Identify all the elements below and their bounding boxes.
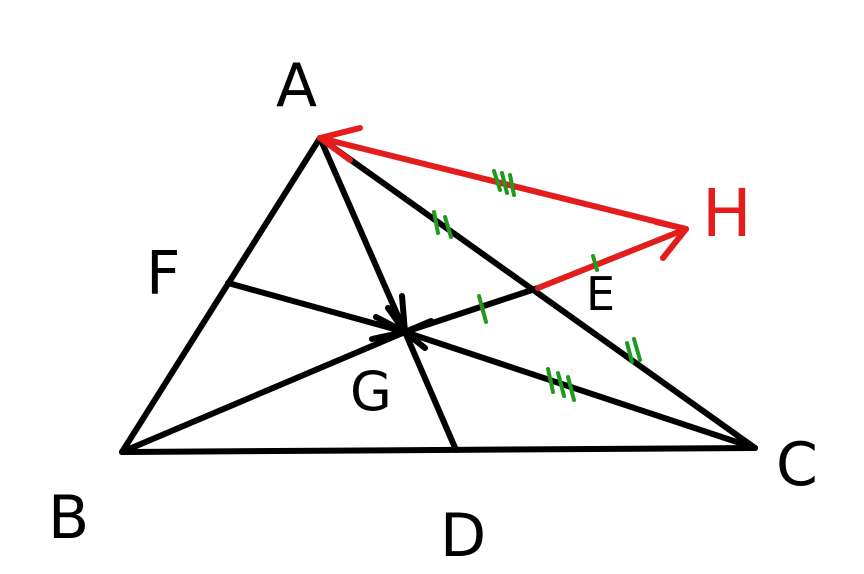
arrowheads-at-g xyxy=(369,293,434,351)
side-ab xyxy=(119,135,323,455)
vector-e-to-h xyxy=(535,226,689,291)
arrowhead-at-a xyxy=(317,125,363,163)
side-ac xyxy=(317,135,758,451)
label-f: F xyxy=(146,239,181,309)
tick-marks xyxy=(432,169,642,402)
tick-triple-ha-3 xyxy=(508,173,516,197)
tick-triple-ha-1 xyxy=(492,169,502,192)
label-h: H xyxy=(702,175,752,252)
segment-f-to-g xyxy=(225,280,408,335)
tick-single-ge xyxy=(477,294,488,324)
tick-triple-gc-2 xyxy=(556,371,566,398)
label-b: B xyxy=(48,483,89,553)
tick-double-ec-2 xyxy=(632,337,642,362)
tick-double-ec-1 xyxy=(625,341,634,364)
label-g: G xyxy=(350,360,392,423)
point-labels: A B C D E F G H xyxy=(48,51,818,571)
triangle-sides xyxy=(119,135,758,455)
label-e: E xyxy=(586,267,615,321)
label-c: C xyxy=(776,430,818,500)
tick-triple-ha-2 xyxy=(500,171,509,195)
label-a: A xyxy=(276,51,317,121)
segment-a-to-g xyxy=(317,135,408,335)
segment-g-to-d xyxy=(402,329,459,453)
tick-double-ae-1 xyxy=(432,210,440,235)
tick-triple-gc-1 xyxy=(546,367,555,394)
tick-triple-gc-3 xyxy=(566,375,576,402)
segment-b-to-g xyxy=(119,329,408,455)
arrowhead-from-f xyxy=(369,305,408,342)
label-d: D xyxy=(440,501,486,571)
tick-double-ae-2 xyxy=(443,215,453,239)
side-bc xyxy=(119,445,758,455)
medians xyxy=(119,135,758,455)
segment-c-to-g xyxy=(402,329,758,451)
tick-single-eh xyxy=(591,254,599,272)
